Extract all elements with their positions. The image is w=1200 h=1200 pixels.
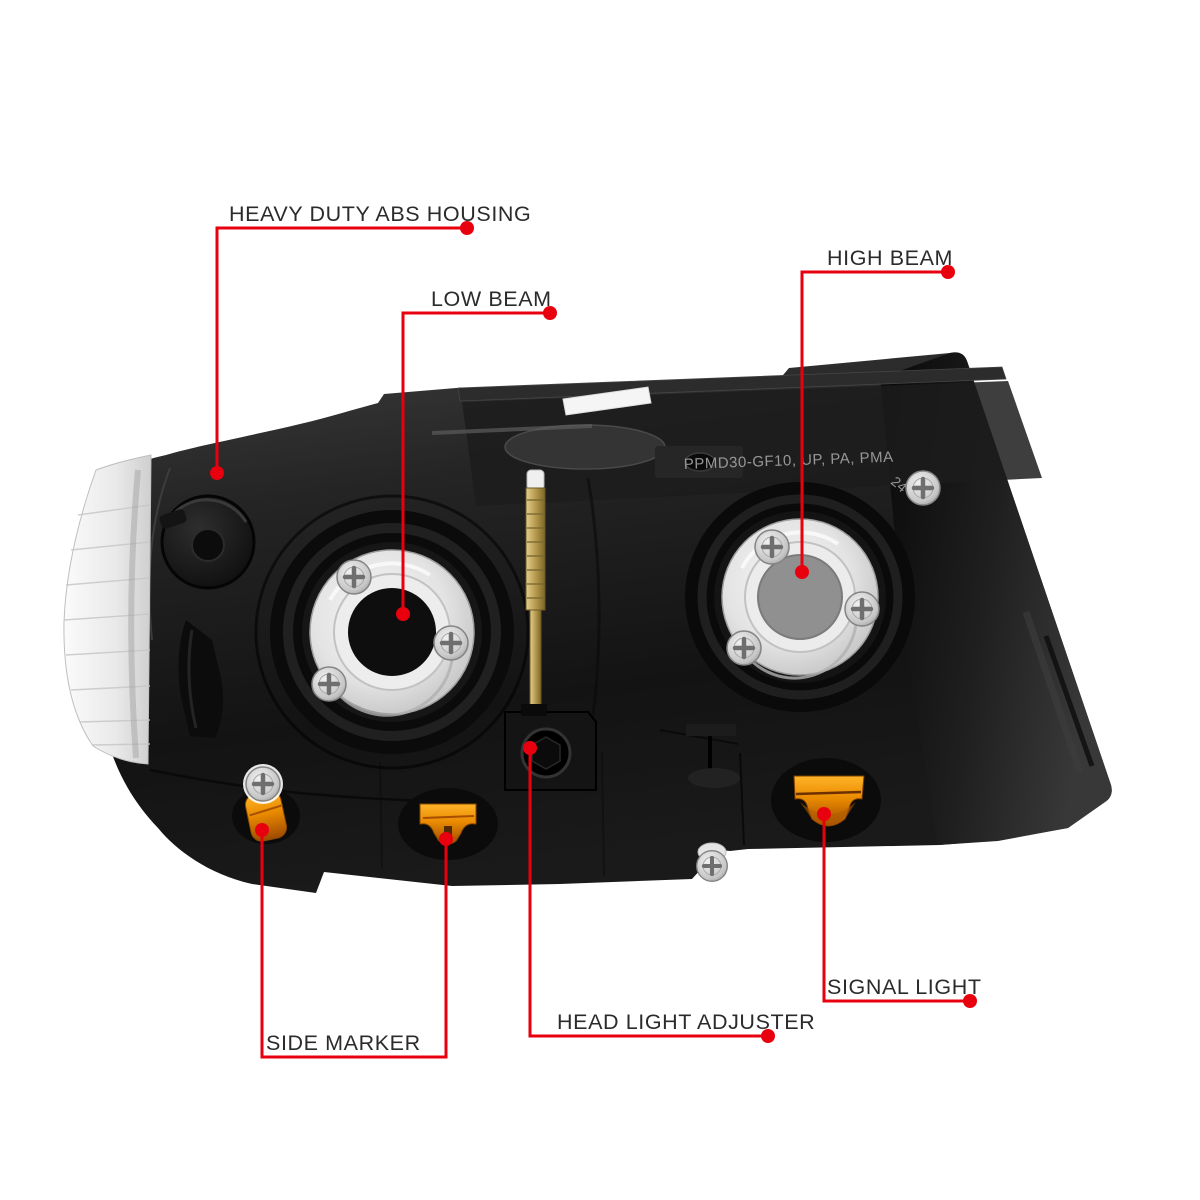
leader-high-beam <box>800 270 947 571</box>
seam <box>379 761 383 869</box>
housing-body <box>97 352 1112 893</box>
high-beam-bulb-hole <box>757 554 843 640</box>
retainer-screw <box>243 764 283 804</box>
wiring-tab-ridge <box>187 629 198 729</box>
leader-low-beam <box>401 311 549 613</box>
seam <box>739 752 745 846</box>
housing-emboss-oval <box>504 424 666 470</box>
lens-shadow-streak <box>128 469 141 759</box>
adjuster-hex-socket <box>531 736 561 770</box>
bottom-screw <box>697 842 728 881</box>
lens-corner <box>63 454 152 765</box>
seam <box>586 477 601 723</box>
low-beam-bulb-opening <box>254 494 530 770</box>
callout-label-abs-housing: HEAVY DUTY ABS HOUSING <box>229 202 531 226</box>
lens-ribs <box>63 504 151 746</box>
high-beam-bulb-opening <box>685 482 915 712</box>
rubber-boot-cap <box>159 494 256 590</box>
panel-ridge <box>1022 610 1084 774</box>
callout-label-low-beam: LOW BEAM <box>431 287 552 311</box>
seam <box>659 729 739 745</box>
leader-dots <box>210 221 977 1043</box>
leader-abs-housing <box>215 226 466 472</box>
label-sticker <box>562 386 652 416</box>
panel-ridge <box>1043 635 1095 767</box>
leader-side-marker <box>260 830 448 1059</box>
leader-head-light-adjuster <box>528 748 767 1038</box>
callout-label-signal-light: SIGNAL LIGHT <box>827 975 982 999</box>
leader-lines <box>215 226 969 1059</box>
low-beam-bulb-hole <box>348 588 436 676</box>
housing-highlight <box>431 424 593 435</box>
seam <box>149 768 425 803</box>
headlight-housing: PPMD30-GF10, UP, PA, PMA 24 <box>97 352 1112 893</box>
callout-label-side-marker: SIDE MARKER <box>266 1031 421 1055</box>
callout-label-head-light-adjuster: HEAD LIGHT ADJUSTER <box>557 1010 815 1034</box>
leader-signal-light <box>822 814 969 1003</box>
housing-top-rim <box>457 366 1007 402</box>
adjuster-socket <box>504 704 597 791</box>
callout-label-high-beam: HIGH BEAM <box>827 246 953 270</box>
seam <box>148 467 171 641</box>
housing-upper-shadow <box>462 381 1042 506</box>
mount-tab-slot <box>684 452 716 472</box>
bracket-tab <box>686 724 740 788</box>
boot-tab <box>159 509 187 529</box>
corner-screw <box>906 471 940 505</box>
seam <box>601 751 605 877</box>
